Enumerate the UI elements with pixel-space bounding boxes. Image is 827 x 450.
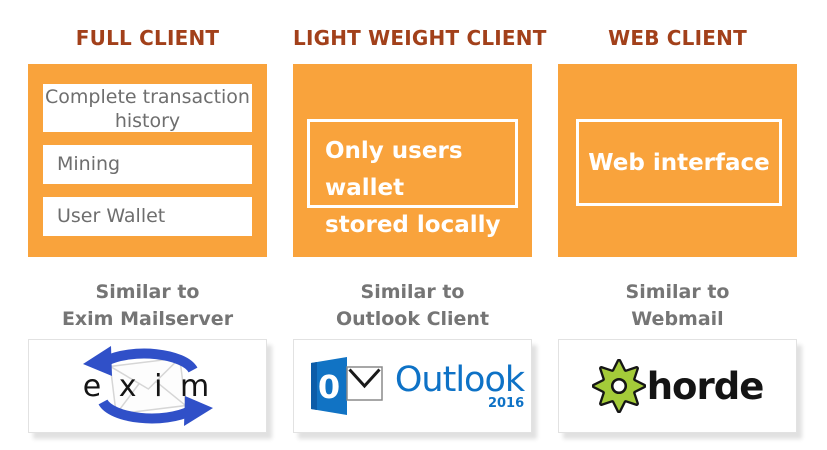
feature-text: User Wallet (57, 205, 166, 227)
light-weight-client-panel: Only users wallet stored locally (293, 64, 532, 257)
full-client-panel: Complete transaction history Mining User… (28, 64, 267, 257)
column-heading: FULL CLIENT (75, 26, 220, 50)
column-light-weight-client: LIGHT WEIGHT CLIENT Only users wallet st… (293, 0, 547, 450)
horde-logo-card: horde (558, 339, 797, 433)
wallet-stored-locally-callout: Only users wallet stored locally (307, 119, 518, 238)
similar-caption: Similar to Outlook Client (293, 279, 532, 333)
outlook-logo-icon: 0 (310, 357, 383, 415)
column-heading: WEB CLIENT (608, 26, 747, 50)
column-full-client: FULL CLIENT Complete transaction history… (28, 0, 267, 450)
callout-text: Web interface (588, 149, 770, 176)
exim-wordmark: e x i m (82, 369, 212, 404)
exim-envelope-icon (109, 357, 186, 415)
web-interface-callout: Web interface (576, 119, 782, 206)
exim-bottom-arrow-icon (98, 396, 213, 426)
column-heading: LIGHT WEIGHT CLIENT (293, 26, 547, 50)
callout-text: stored locally (325, 212, 501, 238)
feature-box-transaction-history: Complete transaction history (43, 84, 252, 132)
outlook-icon-letter: 0 (318, 368, 340, 406)
similar-line: Similar to (360, 281, 465, 303)
outlook-envelope-icon (346, 366, 383, 401)
similar-caption: Similar to Webmail (558, 279, 797, 333)
feature-text: history (114, 110, 181, 132)
outlook-logo: 0 Outlook 2016 (301, 355, 525, 417)
horde-gear-icon (591, 359, 646, 413)
horde-logo: horde (591, 359, 765, 413)
outlook-text-block: Outlook 2016 (394, 359, 525, 411)
feature-box-mining: Mining (43, 145, 252, 184)
feature-text: Complete transaction (45, 86, 250, 108)
callout-text: Only users wallet (325, 138, 463, 201)
horde-wordmark: horde (646, 364, 765, 408)
similar-caption: Similar to Exim Mailserver (28, 279, 267, 333)
outlook-wordmark: Outlook (394, 359, 525, 400)
exim-logo-icon: e x i m (82, 346, 213, 426)
similar-line: Exim Mailserver (61, 308, 234, 330)
similar-line: Similar to (625, 281, 730, 303)
similar-line: Outlook Client (335, 308, 490, 330)
web-client-panel: Web interface (558, 64, 797, 257)
column-web-client: WEB CLIENT Web interface Similar to Webm… (558, 0, 797, 450)
exim-logo-card: e x i m (28, 339, 267, 433)
feature-text: Mining (57, 153, 121, 175)
feature-box-user-wallet: User Wallet (43, 197, 252, 236)
exim-top-arrow-icon (82, 346, 197, 376)
similar-line: Webmail (631, 308, 724, 330)
similar-line: Similar to (95, 281, 200, 303)
outlook-logo-card: 0 Outlook 2016 (293, 339, 532, 433)
outlook-year-label: 2016 (487, 395, 525, 411)
